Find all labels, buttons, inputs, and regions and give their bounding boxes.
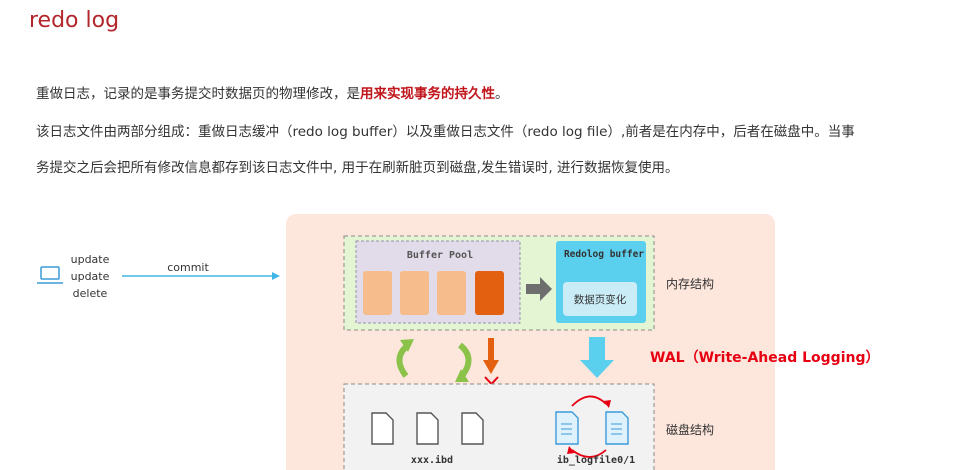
client-op-3: delete (73, 287, 108, 300)
flush-arrow (580, 337, 614, 378)
page-title: redo log (29, 8, 120, 33)
ibd-label: xxx.ibd (411, 454, 453, 466)
buffer-page-2 (400, 271, 429, 315)
paragraph-3: 务提交之后会把所有修改信息都存到该日志文件中, 用于在刷新脏页到磁盘,发生错误时… (36, 160, 679, 176)
commit-arrow (122, 272, 280, 280)
p1-text: 重做日志，记录的是事务提交时数据页的物理修改，是 (36, 86, 360, 102)
page-change-box (563, 282, 637, 316)
client-op-2: update (71, 270, 110, 283)
laptop-icon (37, 266, 63, 284)
buffer-page-3 (437, 271, 466, 315)
buffer-pool-label: Buffer Pool (407, 250, 473, 261)
paragraph-2: 该日志文件由两部分组成：重做日志缓冲（redo log buffer）以及重做日… (36, 124, 855, 140)
grey-arrow (526, 277, 552, 301)
redolog-buffer-label: Redolog buffer (564, 249, 644, 260)
logfile-label: ib_logfile0/1 (557, 454, 635, 466)
client-op-1: update (71, 253, 110, 266)
cycle-arrows-icon (571, 395, 607, 458)
page-change-label: 数据页变化 (574, 293, 627, 306)
wal-label: WAL（Write-Ahead Logging） (650, 350, 879, 366)
disk-structure-box (343, 383, 655, 470)
logfile-icon (555, 411, 629, 445)
p1-highlight: 用来实现事务的持久性 (360, 86, 495, 102)
buffer-page-dirty (475, 271, 504, 315)
file-icon (371, 412, 484, 445)
commit-label: commit (167, 261, 209, 274)
memory-structure-label: 内存结构 (666, 276, 714, 291)
p1-suffix: 。 (495, 86, 509, 102)
disk-structure-label: 磁盘结构 (666, 422, 714, 437)
buffer-page-1 (363, 271, 392, 315)
paragraph-1: 重做日志，记录的是事务提交时数据页的物理修改，是用来实现事务的持久性。 (36, 82, 509, 102)
